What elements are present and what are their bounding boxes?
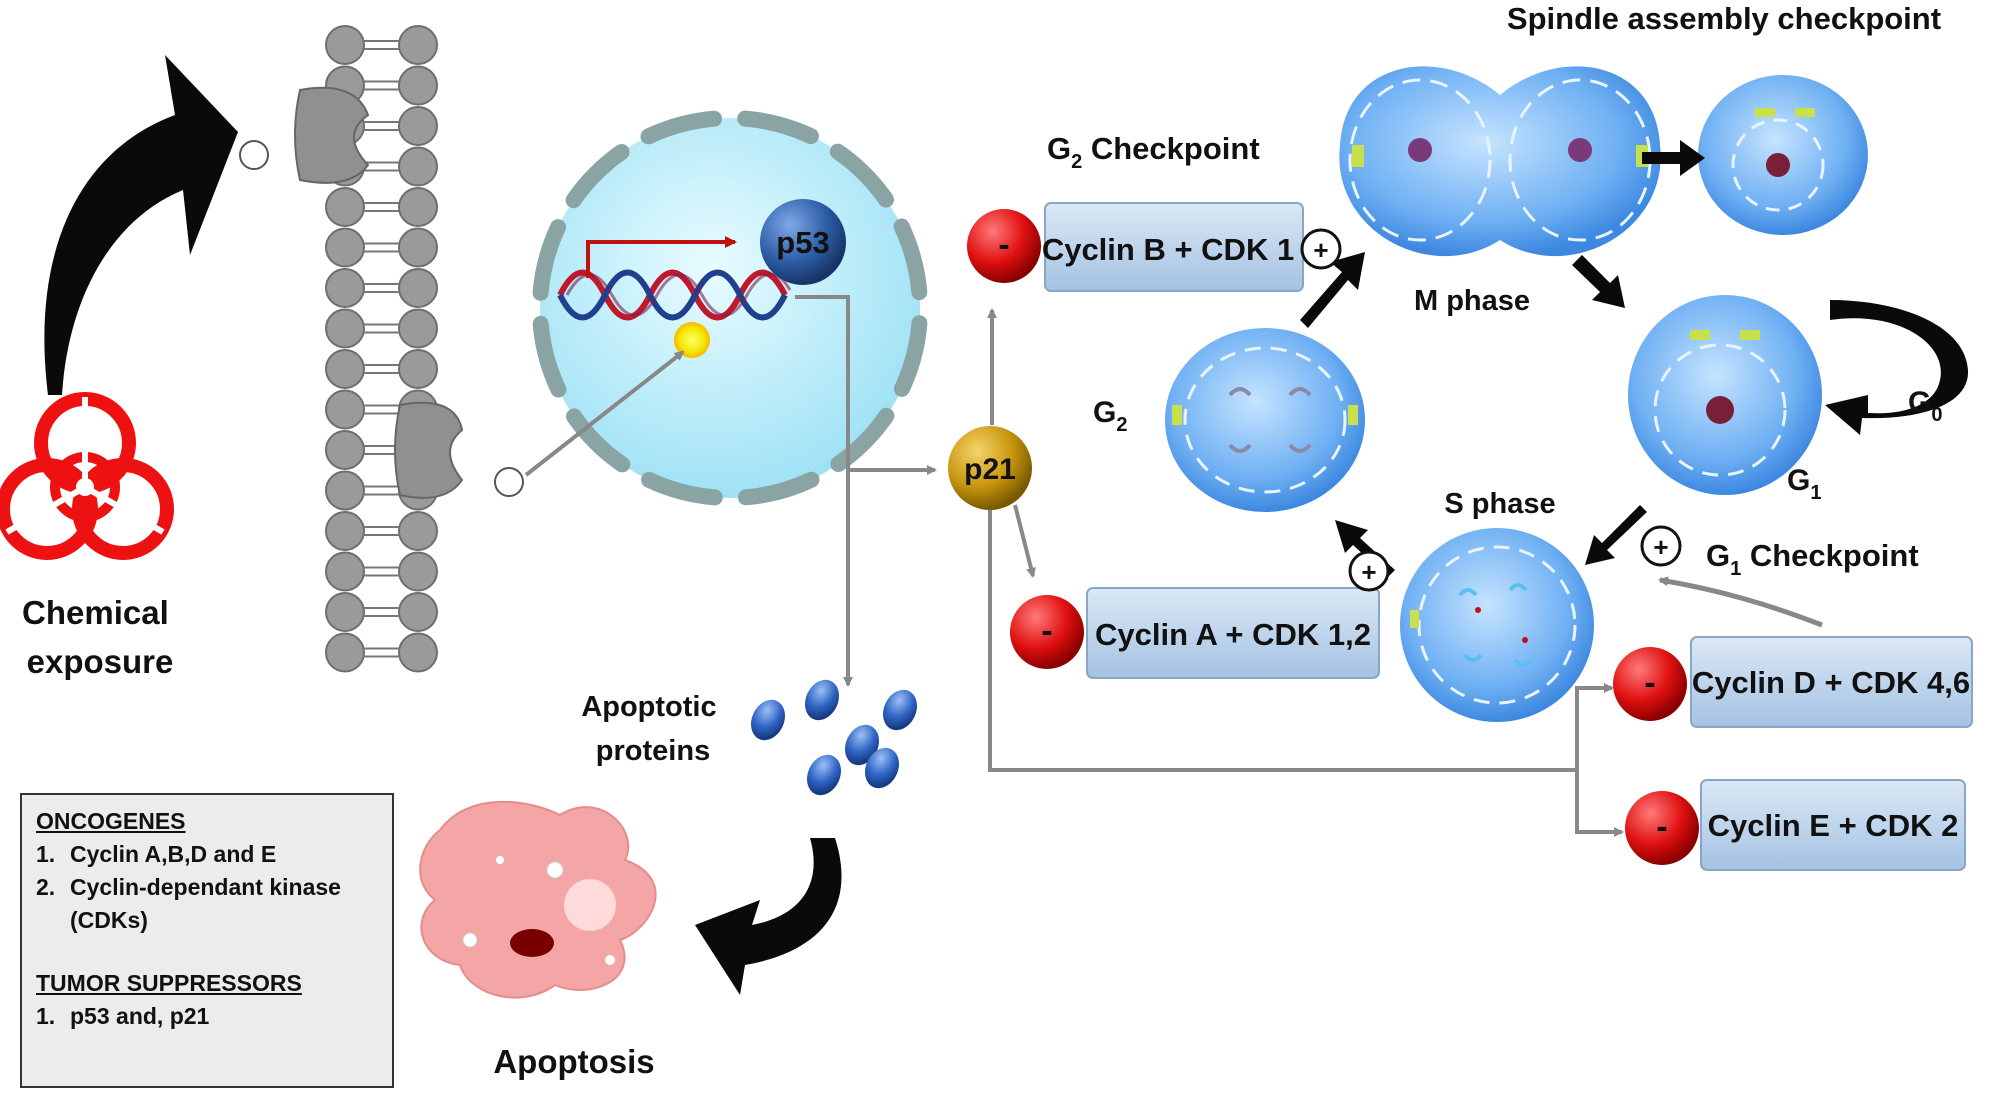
legend-suppressor-item: 1. p53 and, p21 — [36, 1003, 210, 1029]
connector-cycline — [1575, 770, 1624, 837]
minus-node-cyclin-e — [1625, 791, 1699, 865]
membrane-receptor-bottom — [394, 401, 464, 499]
apoptosis-label: Apoptosis — [493, 1043, 654, 1080]
legend-suppressors-title: TUMOR SUPPRESSORS — [36, 970, 302, 996]
connector-p53-apoptotic — [795, 295, 853, 687]
dna-helix — [557, 269, 792, 321]
legend-oncogenes-title: ONCOGENES — [36, 808, 186, 834]
cyclin-a-box — [1086, 587, 1380, 679]
g1-checkpoint-label: G1 Checkpoint — [1706, 538, 1919, 580]
cyclin-e-box — [1700, 779, 1966, 871]
arrow-g2-to-m — [1300, 252, 1365, 328]
apoptosis-arrow — [695, 838, 842, 995]
s-phase-cell — [1400, 528, 1594, 722]
p21-label: p21 — [964, 453, 1016, 486]
arrow-m-to-g1 — [1572, 255, 1625, 308]
chemical-exposure-label: Chemical exposure — [22, 594, 178, 680]
apoptotic-cell — [419, 800, 657, 999]
connector-cyclind — [1575, 683, 1614, 770]
minus-node-cyclin-b — [967, 209, 1041, 283]
apoptotic-proteins-label: Apoptotic proteins — [581, 691, 724, 767]
minus-sign-cyclin-d: - — [1644, 664, 1655, 702]
arrow-g1-to-s — [1585, 505, 1647, 565]
legend-oncogene-item: 2. Cyclin-dependant kinase (CDKs) — [36, 874, 341, 933]
ligand-bottom — [494, 467, 524, 497]
g2-checkpoint-label: G2 Checkpoint — [1047, 131, 1260, 173]
plus-sign-g1: + — [1653, 532, 1668, 562]
cyclin-e-text: Cyclin E + CDK 2 — [1708, 808, 1959, 843]
arrow-m-to-g0 — [1642, 140, 1705, 176]
plus-marker-cyclin-b — [1300, 228, 1342, 270]
p21-node — [948, 426, 1032, 510]
plus-marker-cyclin-a — [1348, 550, 1390, 592]
minus-sign-cyclin-b: - — [998, 226, 1009, 264]
minus-sign-cyclin-e: - — [1656, 808, 1667, 846]
biohazard-icon — [0, 392, 174, 560]
connector-p21-cyclina — [1013, 504, 1036, 578]
p53-node — [760, 199, 846, 285]
dna-damage-spot — [674, 322, 710, 358]
nuclear-envelope — [532, 110, 928, 506]
g0-cell — [1698, 75, 1868, 235]
g1-cell — [1628, 295, 1822, 495]
p53-label: p53 — [776, 225, 829, 260]
minus-sign-cyclin-a: - — [1041, 612, 1052, 650]
cyclin-d-text: Cyclin D + CDK 4,6 — [1692, 665, 1970, 700]
m-phase-cell — [1339, 66, 1661, 257]
cyclin-a-text: Cyclin A + CDK 1,2 — [1095, 617, 1371, 652]
s-phase-label: S phase — [1444, 488, 1555, 520]
spindle-checkpoint-label: Spindle assembly checkpoint — [1507, 1, 1941, 36]
cell-membrane — [325, 25, 438, 673]
m-phase-label: M phase — [1414, 285, 1530, 317]
cyclin-d-box — [1690, 636, 1973, 728]
minus-node-cyclin-a — [1010, 595, 1084, 669]
minus-node-cyclin-d — [1613, 647, 1687, 721]
g2-cell — [1165, 328, 1365, 512]
apoptotic-protein-dots — [750, 679, 918, 796]
legend-oncogene-item: 1. Cyclin A,B,D and E — [36, 841, 277, 867]
legend-box: ONCOGENES 1. Cyclin A,B,D and E 2. Cycli… — [20, 793, 394, 1088]
signal-arrow — [524, 350, 685, 477]
connector-p21-bottom — [988, 510, 1577, 772]
transcription-arrow — [586, 236, 737, 278]
plus-sign-cyclin-b: + — [1313, 235, 1328, 265]
membrane-receptor-top — [294, 86, 370, 184]
g1-phase-label: G1 — [1787, 464, 1821, 504]
plus-marker-g1 — [1640, 525, 1682, 567]
ligand-top — [239, 140, 269, 170]
plus-sign-cyclin-a: + — [1361, 557, 1376, 587]
cyclin-b-text: Cyclin B + CDK 1 — [1042, 232, 1294, 267]
exposure-arrow — [44, 55, 238, 395]
g0-phase-label: G0 — [1908, 386, 1942, 426]
g2-phase-label: G2 — [1093, 396, 1127, 436]
arrow-cyclind-to-s — [1658, 576, 1823, 628]
arrow-g1-to-g0 — [1825, 300, 1969, 435]
